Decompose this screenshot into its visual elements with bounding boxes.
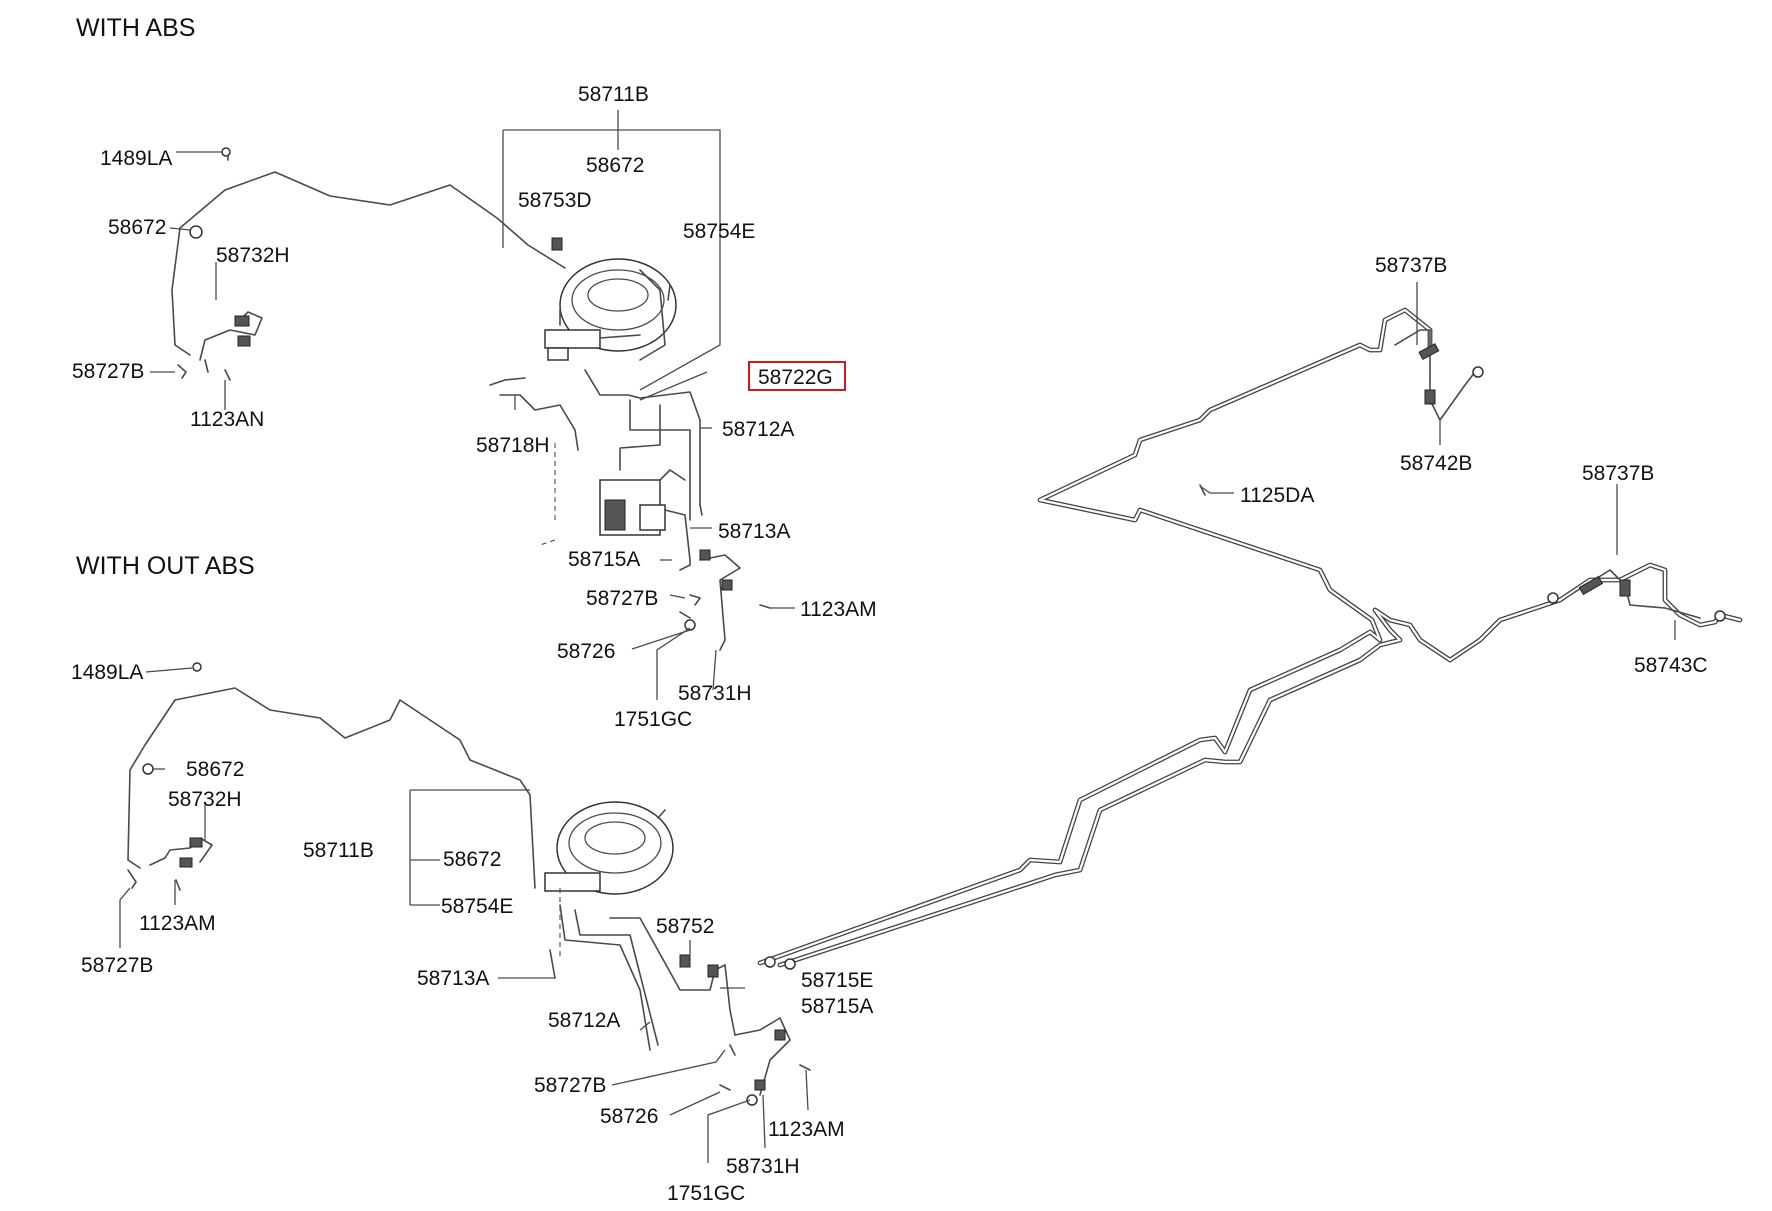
line-58712a <box>584 369 701 506</box>
hose-fitting-rear-right <box>1578 575 1604 596</box>
callout-58711B-b: 58711B <box>303 839 374 862</box>
brake-booster-b <box>556 801 674 895</box>
master-cylinder <box>544 329 601 349</box>
hose-58732h <box>199 311 263 361</box>
callout-58743C: 58743C <box>1634 654 1708 677</box>
callout-58727B: 58727B <box>72 360 144 383</box>
washer-part-b <box>746 1094 758 1106</box>
clip-58753d <box>551 237 563 251</box>
callout-58731H-b: 58731H <box>726 1155 800 1178</box>
callout-58754E-b: 58754E <box>441 895 513 918</box>
callout-1123AN: 1123AN <box>190 408 264 431</box>
callout-58726-b: 58726 <box>600 1105 658 1128</box>
hose-58731h <box>699 554 741 651</box>
callout-58713A: 58713A <box>718 520 790 543</box>
callout-58672: 58672 <box>586 154 644 177</box>
callout-1125DA: 1125DA <box>1240 484 1314 507</box>
clip-58752 <box>679 954 691 968</box>
bolt-part <box>1472 366 1484 378</box>
section-title-with-abs: WITH ABS <box>76 14 195 42</box>
callout-1123AM: 1123AM <box>800 598 877 621</box>
callout-58672-d: 58672 <box>443 848 501 871</box>
callout-58715A: 58715A <box>568 548 640 571</box>
hose-fitting <box>234 315 250 327</box>
callout-58718H: 58718H <box>476 434 550 457</box>
callout-58726: 58726 <box>557 640 615 663</box>
callout-58722G[interactable]: 58722G <box>758 366 833 389</box>
callout-58713A-b: 58713A <box>417 967 489 990</box>
callout-58737B-b: 58737B <box>1582 462 1654 485</box>
without-abs-assembly <box>119 662 811 1163</box>
callout-1751GC-b: 1751GC <box>667 1182 745 1205</box>
callout-58742B: 58742B <box>1400 452 1472 475</box>
callout-58731H: 58731H <box>678 682 752 705</box>
line-58712a-b <box>559 904 651 1051</box>
bolt-part <box>221 147 231 157</box>
with-abs-assembly <box>150 110 795 700</box>
line-58713a <box>664 509 691 566</box>
callout-58715A-b: 58715A <box>801 995 873 1018</box>
callout-1123AM-d: 1123AM <box>768 1118 845 1141</box>
bolt-part <box>1714 610 1726 622</box>
callout-1489LA-b: 1489LA <box>71 661 143 684</box>
line-58713a-b <box>549 949 556 979</box>
callout-58712A-b: 58712A <box>548 1009 620 1032</box>
hose-58731h-b <box>734 1017 791 1096</box>
callout-58754E: 58754E <box>683 220 755 243</box>
callout-58752: 58752 <box>656 915 714 938</box>
clip-part <box>189 225 203 239</box>
callout-58711B: 58711B <box>578 83 649 106</box>
master-cylinder-b <box>544 872 601 892</box>
callout-58753D: 58753D <box>518 189 592 212</box>
callout-1751GC: 1751GC <box>614 708 692 731</box>
callout-58672-b: 58672 <box>108 216 166 239</box>
callout-58715E: 58715E <box>801 969 873 992</box>
bolt-part <box>192 662 202 672</box>
callout-58727B-b: 58727B <box>586 587 658 610</box>
front-brake-line-b <box>174 687 536 889</box>
line-58718h <box>499 394 579 451</box>
callout-1489LA: 1489LA <box>100 147 172 170</box>
callout-58727B-c: 58727B <box>81 954 153 977</box>
hose-fitting-rear-left <box>1418 343 1440 360</box>
rear-line-main <box>757 307 1433 966</box>
highlight-box-58722G <box>748 361 846 391</box>
section-title-without-abs: WITH OUT ABS <box>76 552 255 580</box>
callout-58672-c: 58672 <box>186 758 244 781</box>
callout-58712A: 58712A <box>722 418 794 441</box>
brake-booster <box>559 258 677 352</box>
callout-58732H: 58732H <box>216 244 290 267</box>
callout-58732H-b: 58732H <box>168 788 242 811</box>
hose-fitting <box>237 335 251 347</box>
callout-58737B: 58737B <box>1375 254 1447 277</box>
callout-1123AM-c: 1123AM <box>139 912 216 935</box>
front-left-line <box>171 227 191 356</box>
callout-58727B-d: 58727B <box>534 1074 606 1097</box>
front-brake-line <box>179 171 566 269</box>
clip-part <box>142 763 154 775</box>
rear-brake-lines <box>757 282 1743 970</box>
